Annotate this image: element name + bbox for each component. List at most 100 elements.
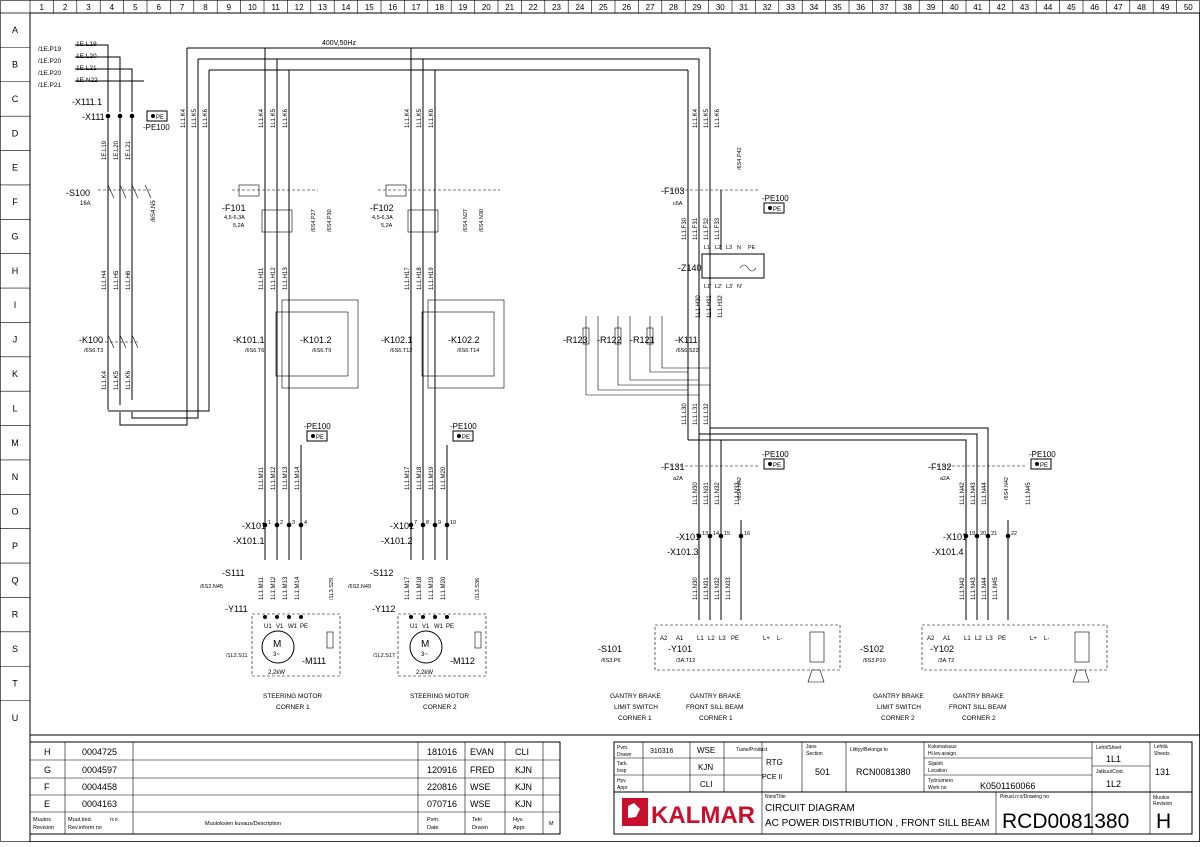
column-number: 11 (272, 3, 281, 12)
k-wire-2: 1L1.K5 (114, 370, 120, 390)
row-letter: F (12, 197, 18, 207)
tb-sheets-1: Lehtiä (1154, 744, 1168, 750)
b2-cap-a2: LIMIT SWITCH (877, 704, 921, 711)
bus-wire-2: 1L1.K5 (192, 108, 198, 128)
c2-wire-mm-2: 1L1.M18 (417, 576, 423, 600)
supply-ref-1: /1E.P19 (38, 46, 62, 53)
row-letter: Q (11, 575, 18, 585)
b2-term-3: 21 (991, 531, 997, 537)
tb-drawn-date: 310316 (650, 748, 673, 755)
column-number: 13 (318, 3, 327, 12)
rev-3-date: 070716 (427, 799, 457, 809)
s100-label: -S100 (66, 188, 90, 198)
r-wire-h-3: 1L1.H32 (718, 295, 724, 318)
row-letter: P (12, 541, 18, 551)
z-in-l1: L1 (704, 245, 710, 251)
column-number: 26 (622, 3, 631, 12)
c1-caption-1: STEERING MOTOR (263, 693, 322, 700)
r-wire-f-3: 1L1.F32 (704, 217, 710, 240)
rev-2-date: 220816 (427, 782, 457, 792)
rev-1-date: 120916 (427, 765, 457, 775)
c2-wire-h-3: 1L1.H19 (429, 267, 435, 290)
c2-brake: -Y112 (372, 604, 395, 614)
s100-ref: /6S4.N5 (151, 200, 157, 222)
r-wire-f-4: 1L1.F33 (715, 217, 721, 240)
rev-h-c4b: Date (427, 825, 439, 831)
row-letter: R (12, 610, 19, 620)
column-number: 42 (997, 3, 1006, 12)
tb-work-2: Work no (928, 785, 947, 791)
s102-ref: /6S3.P10 (863, 658, 886, 664)
rev-1-drawn: FRED (470, 765, 495, 775)
b2-cap-b1: GANTRY BRAKE (953, 693, 1004, 700)
c2-wire-mm-4: 1L1.M20 (441, 576, 447, 600)
f131-aux-ref: /6S4.N42 (737, 477, 743, 500)
tb-belongs-label: Liittyy/Belongs to (850, 747, 888, 753)
supply-voltage: 400V,50Hz (322, 40, 356, 47)
row-letter: C (12, 94, 19, 104)
tb-section-1: Jaos (806, 744, 817, 750)
f131-label: -F131 (661, 462, 685, 472)
row-letter: L (12, 403, 17, 413)
column-number: 25 (599, 3, 608, 12)
b2-term-l1: L1 (964, 636, 971, 642)
c2-caption-2: CORNER 2 (423, 704, 457, 711)
b1-wire-n-1: 1L1.N30 (693, 482, 699, 505)
column-number: 34 (809, 3, 818, 12)
b1-wire-n-3: 1L1.N32 (715, 482, 721, 505)
c1-motor-symbol (261, 630, 295, 664)
corner1-section: 1L1.K4 1L1.K5 1L1.K6 -F101 4,5-6,3A 5,2A… (200, 48, 359, 711)
c2-pe: -PE100 (450, 422, 477, 431)
c2-rating1: 4,5-6,3A (372, 215, 393, 221)
c2-term-1: 7 (414, 520, 417, 526)
c1-wire-mm-2: 1L1.M12 (271, 576, 277, 600)
row-letter: E (12, 163, 18, 173)
supply-wire-1: 1E.L19 (76, 41, 97, 48)
b2-cap-a1: GANTRY BRAKE (873, 693, 924, 700)
c1-wire-m-1: 1L1.M11 (259, 466, 265, 490)
b1-cap-b3: CORNER 1 (699, 715, 733, 722)
tb-hyv-2: Appr (617, 785, 628, 791)
rev-0-drawn: EVAN (470, 747, 494, 757)
c1-caption-2: CORNER 1 (276, 704, 310, 711)
f103-pe: -PE100 (762, 194, 789, 203)
r123-label: -R123 (563, 335, 588, 345)
k111-label: -K111 (675, 335, 698, 345)
rev-h-c7: M (549, 821, 554, 827)
b1-wire-n-4: 1L1.N33 (735, 482, 741, 505)
s101-ref: /6S3.P6 (601, 658, 621, 664)
c1-term-w1: W1 (288, 624, 298, 630)
b1-cap-a2: LIMIT SWITCH (614, 704, 658, 711)
b1-x1: -X101 (676, 532, 700, 542)
brake1-section: -F131 a2A /6S4.N42 PE -PE100 1L1.N30 1L1… (598, 440, 841, 722)
tb-tark-1: Tark. (617, 761, 628, 767)
column-number: 16 (388, 3, 397, 12)
c2-rating2: 5,2A (381, 223, 393, 229)
f132-rating: a2A (940, 476, 950, 482)
b2-term-lplus: L+ (1030, 636, 1037, 642)
b1-term-1: 13 (702, 531, 708, 537)
c1-term-2: 2 (280, 520, 283, 526)
supply-ref-4: /1E.P21 (38, 82, 62, 89)
column-number: 8 (203, 3, 208, 12)
kalmar-wordmark: KALMAR (651, 802, 755, 829)
c2-motor: -M112 (450, 656, 475, 666)
row-letter: T (12, 678, 18, 688)
r122-label: -R122 (597, 335, 622, 345)
c2-term-w1: W1 (434, 624, 444, 630)
column-number: 38 (903, 3, 912, 12)
c1-term-1: 1 (268, 520, 271, 526)
supply-ref-2: /1E.P20 (38, 58, 62, 65)
column-number: 30 (716, 3, 725, 12)
rev-3-letter: E (44, 799, 50, 809)
supply-section: 400V,50Hz /1E.P19 /1E.P20 /1E.P20 /1E.P2… (38, 40, 710, 426)
column-number: 40 (950, 3, 959, 12)
tb-rev: H (1156, 810, 1171, 833)
tb-sheet: 1L1 (1106, 754, 1121, 764)
tb-insp-by: KJN (698, 763, 713, 772)
column-number: 21 (505, 3, 514, 12)
rev-1-number: 0004597 (82, 765, 117, 775)
b1-cap-b2: FRONT SILL BEAM (686, 704, 743, 711)
